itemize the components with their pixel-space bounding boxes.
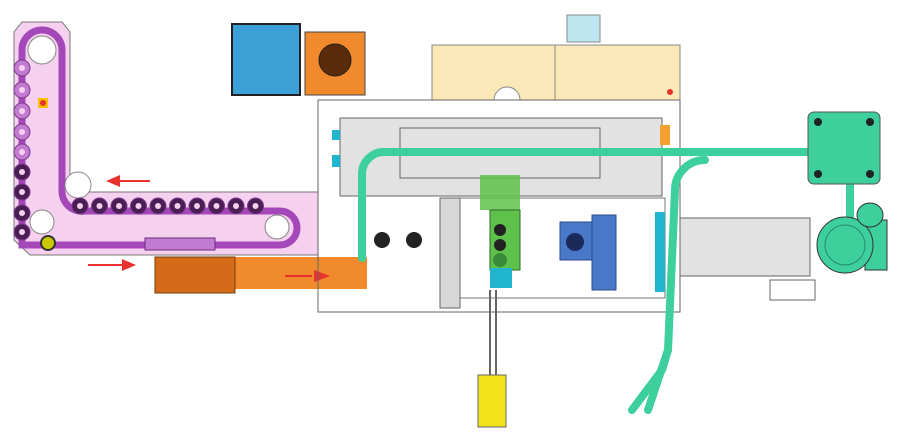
main-frame: [317, 99, 681, 313]
yellow-panels: [431, 44, 681, 101]
motor-flange: [566, 233, 584, 251]
control-box: [566, 14, 601, 43]
cyan-gearbox: [490, 268, 512, 288]
outfeed-conveyor: [679, 217, 811, 277]
cyan-sensor-1: [332, 130, 340, 140]
roller-hub: [233, 203, 239, 209]
roller-hub: [252, 203, 259, 209]
roller-hub: [116, 203, 122, 209]
cyan-sensor-2: [332, 155, 340, 167]
roller-hub: [19, 65, 25, 71]
roller-hub: [155, 203, 161, 209]
turn-wheels: [27, 35, 290, 240]
vacuum-pipe: [357, 148, 854, 414]
sealing-rollers: [493, 224, 507, 267]
film-rollers: [374, 232, 422, 248]
roller-hub: [19, 169, 25, 175]
vacuum-pump-inner: [824, 224, 866, 266]
motor: [591, 214, 617, 291]
side-frame: [439, 197, 461, 309]
sealing-zone: [480, 175, 520, 210]
rollers: [13, 59, 264, 241]
orange-sensor: [660, 125, 670, 145]
roller-hub: [194, 203, 200, 209]
roller-hub: [19, 229, 25, 235]
roller-hub: [213, 203, 220, 209]
roller-hub: [96, 203, 103, 209]
discharge-drive: [154, 256, 236, 294]
outfeed-stand: [769, 279, 816, 301]
roller-hub: [19, 129, 25, 135]
yellow-carriage: [477, 374, 507, 428]
electrical-cabinet: [231, 23, 301, 96]
indicator-light: [667, 89, 673, 95]
lower-frame: [439, 197, 666, 299]
roller-hub: [19, 210, 25, 216]
roller-hub: [19, 189, 25, 195]
roller-hub: [174, 203, 181, 209]
cyan-tube-section: [655, 212, 665, 292]
roller-hub: [135, 203, 142, 209]
emergency-stop-button: [40, 100, 46, 106]
unwinder-reel: [318, 43, 352, 77]
infeed-drive: [40, 235, 56, 251]
roller-hub: [77, 203, 83, 209]
timing-screw: [144, 237, 216, 251]
roller-hub: [19, 108, 25, 114]
roller-hub: [19, 87, 25, 93]
roller-hub: [19, 149, 25, 155]
pump-motor: [856, 202, 884, 228]
vacuum-unit: [807, 111, 881, 185]
vacuum-unit-feet: [814, 118, 874, 178]
